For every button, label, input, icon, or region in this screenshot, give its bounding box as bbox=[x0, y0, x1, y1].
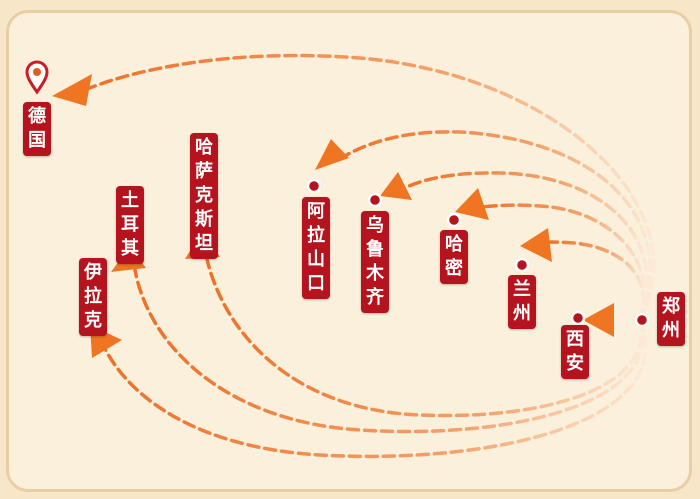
city-label-urumqi: 乌鲁木齐 bbox=[361, 211, 389, 313]
city-dot-icon bbox=[446, 212, 462, 228]
route-line-urumqi bbox=[398, 171, 649, 322]
city-label-zhengzhou: 郑州 bbox=[657, 292, 685, 346]
city-label-xian: 西安 bbox=[561, 325, 589, 379]
city-dot-icon bbox=[306, 178, 322, 194]
arrowhead-icon bbox=[520, 228, 552, 262]
city-dot-icon bbox=[570, 310, 586, 326]
city-label-kazakhstan: 哈萨克斯坦 bbox=[190, 133, 218, 259]
city-label-alashankou: 阿拉山口 bbox=[302, 197, 330, 299]
arrowhead-icon bbox=[455, 188, 489, 220]
city-dot-icon bbox=[514, 257, 530, 273]
route-line-hami bbox=[471, 203, 647, 322]
city-label-lanzhou: 兰州 bbox=[508, 275, 536, 329]
route-line-germany bbox=[78, 53, 656, 322]
city-label-turkey: 土耳其 bbox=[116, 186, 144, 264]
route-line-kazakhstan bbox=[203, 248, 644, 418]
arrowhead-icon bbox=[583, 303, 614, 337]
route-line-iraq bbox=[101, 318, 648, 459]
city-label-hami: 哈密 bbox=[440, 230, 468, 284]
route-line-lanzhou bbox=[543, 240, 646, 322]
city-label-iraq: 伊拉克 bbox=[79, 258, 107, 336]
route-line-turkey bbox=[133, 268, 645, 434]
origin-dot-icon bbox=[634, 312, 650, 328]
arrowhead-icon bbox=[380, 172, 412, 200]
arrowhead-icon bbox=[52, 74, 92, 106]
route-line-alashankou bbox=[333, 130, 652, 322]
city-label-germany: 德国 bbox=[23, 102, 51, 156]
city-dot-icon bbox=[367, 192, 383, 208]
arrowhead-icon bbox=[315, 139, 349, 170]
map-pin-icon bbox=[25, 60, 49, 95]
